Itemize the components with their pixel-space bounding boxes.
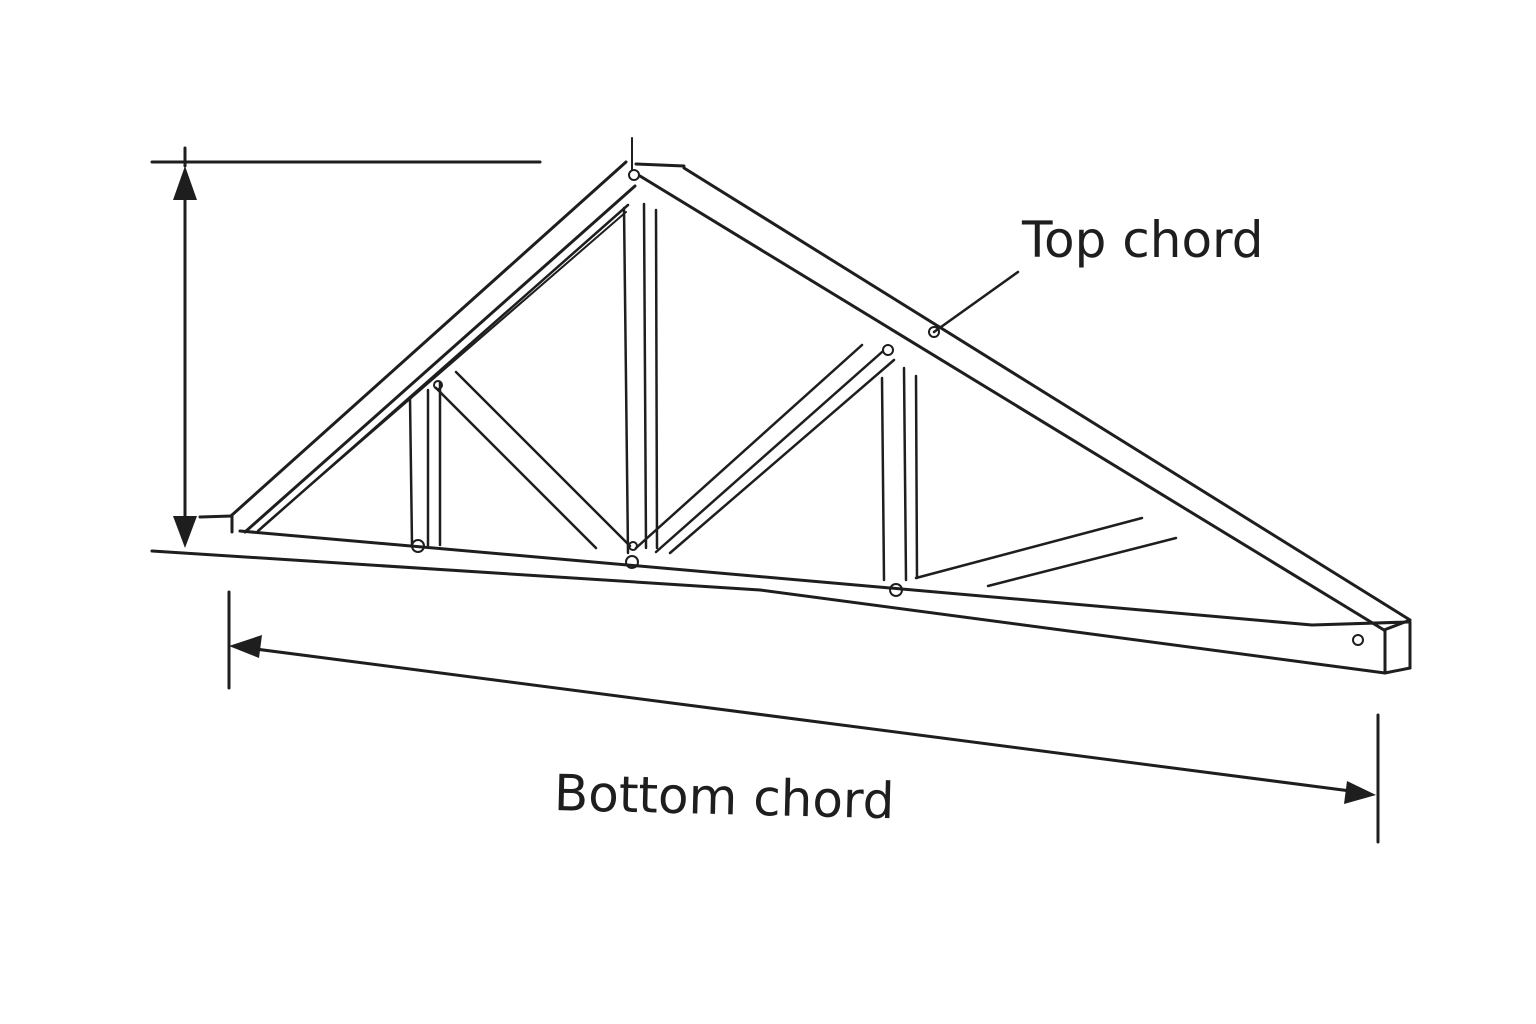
height-arrowhead-top: [173, 166, 197, 200]
top-chord-right-outer-edge: [682, 166, 1412, 622]
joint-right-web-bottom: [889, 583, 903, 597]
right-diagonal-web-a: [634, 343, 864, 550]
web-members-right: [634, 343, 1178, 588]
joint-heel-right: [1352, 634, 1364, 646]
right-diagonal-web-b: [654, 350, 884, 554]
bottom-chord: [150, 529, 1412, 675]
joint-left-web-top: [433, 380, 443, 390]
right-vertical-web-a: [880, 376, 886, 582]
length-dimension: [227, 590, 1380, 844]
top-chord-label: Top chord: [1022, 211, 1264, 269]
top-chord-left: [230, 160, 637, 534]
height-dimension: [150, 146, 542, 548]
left-diagonal-web-a: [434, 386, 598, 550]
king-post-a: [622, 206, 630, 555]
joint-ridge: [628, 169, 640, 181]
king-post-b: [642, 202, 648, 550]
web-members-left: [256, 202, 659, 555]
right-vertical-web-c: [914, 374, 919, 580]
bottom-chord-top-edge: [238, 529, 1410, 627]
bottom-chord-label: Bottom chord: [553, 764, 896, 831]
right-strut-a: [914, 516, 1144, 580]
left-inner-rafter-edge-2: [261, 211, 627, 528]
right-strut-b: [986, 536, 1178, 588]
joints: [411, 169, 1364, 646]
length-arrowhead-left: [229, 635, 262, 658]
length-dimension-line: [238, 645, 1368, 795]
left-vertical-web-a: [408, 396, 414, 547]
top-chord-end-face: [1382, 618, 1412, 632]
right-vertical-web-b: [902, 366, 908, 582]
length-arrowhead-right: [1344, 781, 1376, 804]
left-diagonal-web-b: [454, 370, 632, 548]
height-arrowhead-bottom: [173, 516, 197, 548]
top-chord-right: [631, 137, 1412, 632]
top-chord-left-inner-edge: [243, 184, 637, 534]
top-chord-right-inner-edge: [638, 174, 1386, 632]
bottom-chord-bottom-edge: [150, 549, 1412, 675]
king-post-c: [654, 208, 659, 550]
right-diagonal-web-c: [668, 358, 896, 555]
top-chord-leader-line: [932, 270, 1020, 334]
top-chord-left-outer-edge: [230, 160, 628, 517]
joint-top-chord-mark: [928, 326, 940, 338]
height-extension-line-bottom: [198, 514, 234, 519]
joint-center-web: [628, 541, 638, 551]
top-chord-ridge-cap: [634, 162, 686, 168]
joint-right-web-top: [882, 344, 894, 356]
joint-center-bottom: [625, 555, 639, 569]
joint-left-web-bottom: [411, 539, 425, 553]
